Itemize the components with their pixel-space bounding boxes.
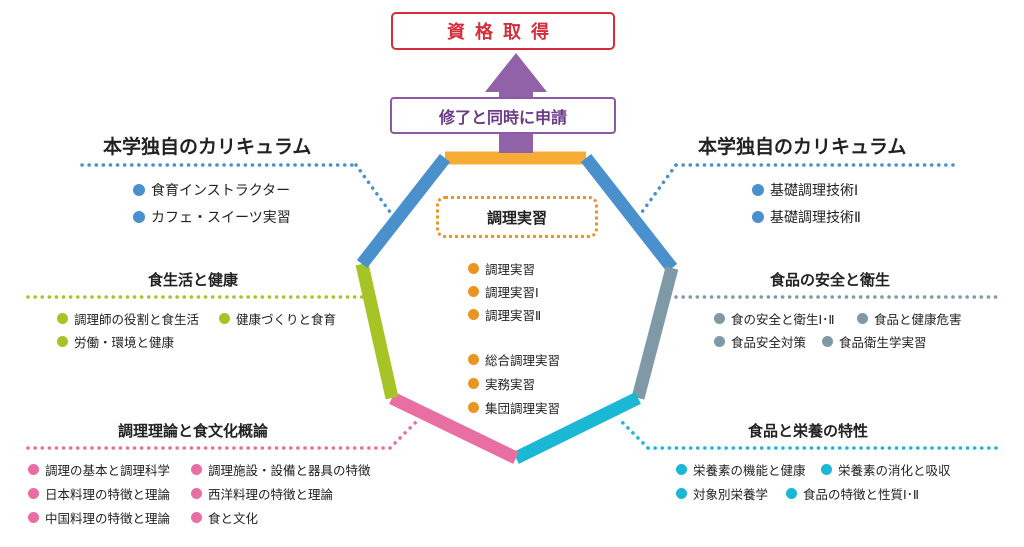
- ring-lower-left-segment: [389, 392, 519, 464]
- center-item: 調理実習Ⅰ: [468, 282, 539, 301]
- cooking-theory-item: 食と文化: [191, 508, 258, 527]
- cooking-theory-title: 調理理論と食文化概論: [118, 422, 269, 440]
- bullet-icon: [821, 464, 832, 475]
- bullet-icon: [786, 488, 797, 499]
- cooking-theory-item: 中国料理の特徴と理論: [28, 508, 170, 527]
- food-safety-item: 食の安全と衛生Ⅰ･Ⅱ: [714, 309, 835, 328]
- ring-lower-right-segment: [513, 392, 641, 464]
- nutrition-item: 食品の特徴と性質Ⅰ･Ⅱ: [786, 484, 919, 503]
- bullet-icon: [219, 313, 230, 324]
- center-item: 調理実習Ⅱ: [468, 305, 541, 324]
- center-title: 調理実習: [436, 196, 598, 238]
- diet-health-item: 調理師の役割と食生活: [57, 309, 199, 328]
- bullet-icon: [191, 488, 202, 499]
- bullet-icon: [57, 336, 68, 347]
- bullet-icon: [468, 378, 479, 389]
- right-curriculum-item: 基礎調理技術Ⅱ: [752, 207, 861, 227]
- bullet-icon: [752, 184, 764, 196]
- center-item: 調理実習: [468, 259, 535, 278]
- bullet-icon: [676, 464, 687, 475]
- bullet-icon: [676, 488, 687, 499]
- bullet-icon: [752, 211, 764, 223]
- ring-upper-left-segment: [356, 153, 451, 269]
- center-item: 実務実習: [468, 374, 535, 393]
- ring-right-segment: [631, 266, 679, 400]
- diet-health-item: 労働・環境と健康: [57, 332, 174, 351]
- nutrition-title: 食品と栄養の特性: [748, 422, 869, 440]
- cooking-theory-connector: [388, 416, 422, 450]
- left-curriculum-item: 食育インストラクター: [133, 180, 290, 200]
- cooking-theory-item: 西洋料理の特徴と理論: [191, 484, 333, 503]
- bullet-icon: [714, 336, 725, 347]
- bullet-icon: [468, 286, 479, 297]
- nutrition-item: 対象別栄養学: [676, 484, 768, 503]
- diet-health-item: 健康づくりと食育: [219, 309, 336, 328]
- bullet-icon: [28, 512, 39, 523]
- nutrition-item: 栄養素の消化と吸収: [821, 460, 951, 479]
- left-curriculum-item: カフェ・スイーツ実習: [133, 207, 291, 227]
- bullet-icon: [468, 402, 479, 413]
- left-curriculum-connector: [354, 163, 392, 214]
- bullet-icon: [714, 313, 725, 324]
- bullet-icon: [133, 184, 145, 196]
- center-item: 集団調理実習: [468, 398, 560, 417]
- right-curriculum-connector: [640, 163, 678, 214]
- apply-on-completion-box: 修了と同時に申請: [390, 97, 616, 134]
- right-curriculum-item: 基礎調理技術Ⅰ: [752, 180, 858, 200]
- food-safety-item: 食品衛生学実習: [822, 332, 927, 351]
- left-curriculum-title: 本学独自のカリキュラム: [103, 136, 312, 158]
- nutrition-connector: [616, 416, 650, 450]
- bullet-icon: [857, 313, 868, 324]
- ring-upper-right-segment: [580, 153, 678, 273]
- nutrition-item: 栄養素の機能と健康: [676, 460, 806, 479]
- cooking-theory-item: 調理施設・設備と器具の特徴: [191, 460, 371, 479]
- bullet-icon: [468, 354, 479, 365]
- ring-left-segment: [355, 262, 399, 400]
- arrow-head-icon: [485, 53, 547, 92]
- food-safety-title: 食品の安全と衛生: [770, 271, 891, 289]
- right-curriculum-title: 本学独自のカリキュラム: [698, 136, 907, 158]
- cooking-theory-item: 調理の基本と調理科学: [28, 460, 170, 479]
- bullet-icon: [468, 263, 479, 274]
- bullet-icon: [57, 313, 68, 324]
- bullet-icon: [468, 309, 479, 320]
- food-safety-item: 食品と健康危害: [857, 309, 962, 328]
- bullet-icon: [191, 464, 202, 475]
- bullet-icon: [28, 488, 39, 499]
- food-safety-item: 食品安全対策: [714, 332, 806, 351]
- bullet-icon: [28, 464, 39, 475]
- bullet-icon: [133, 211, 145, 223]
- diet-health-title: 食生活と健康: [148, 271, 239, 289]
- qualification-box: 資格取得: [391, 12, 615, 50]
- cooking-theory-item: 日本料理の特徴と理論: [28, 484, 170, 503]
- bullet-icon: [822, 336, 833, 347]
- center-item: 総合調理実習: [468, 350, 560, 369]
- bullet-icon: [191, 512, 202, 523]
